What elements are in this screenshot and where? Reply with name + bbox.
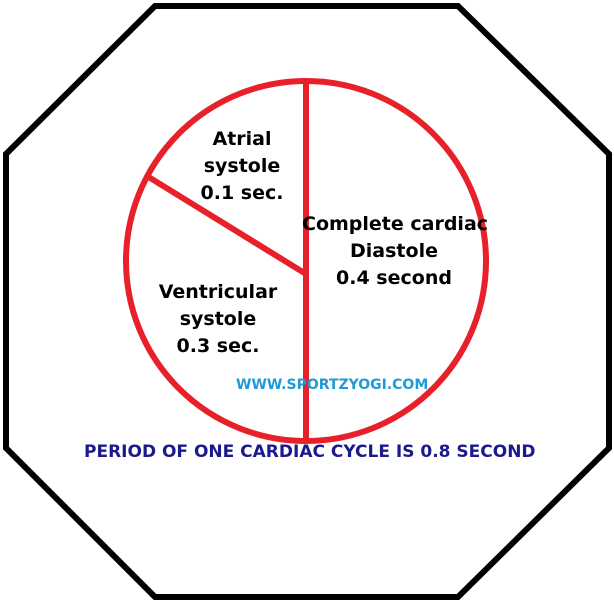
atrial-line-1: Atrial: [212, 128, 272, 150]
diastole-line-2: Diastole: [350, 240, 438, 262]
ventricular-systole-label: Ventricular systole 0.3 sec.: [148, 279, 288, 360]
atrial-line-3: 0.1 sec.: [200, 182, 284, 204]
diastole-line-3: 0.4 second: [336, 267, 452, 289]
divider-diagonal: [145, 173, 308, 277]
ventricular-line-2: systole: [179, 308, 257, 330]
atrial-systole-label: Atrial systole 0.1 sec.: [182, 126, 302, 207]
diastole-line-1: Complete cardiac: [302, 213, 489, 235]
hexagon-outline: [2, 3, 612, 600]
cycle-period-caption: PERIOD OF ONE CARDIAC CYCLE IS 0.8 SECON…: [84, 442, 536, 462]
atrial-line-2: systole: [203, 155, 281, 177]
diastole-label: Complete cardiac Diastole 0.4 second: [302, 211, 489, 292]
ventricular-line-1: Ventricular: [158, 281, 278, 303]
ventricular-line-3: 0.3 sec.: [176, 335, 260, 357]
website-watermark: WWW.SPORTZYOGI.COM: [236, 377, 429, 393]
